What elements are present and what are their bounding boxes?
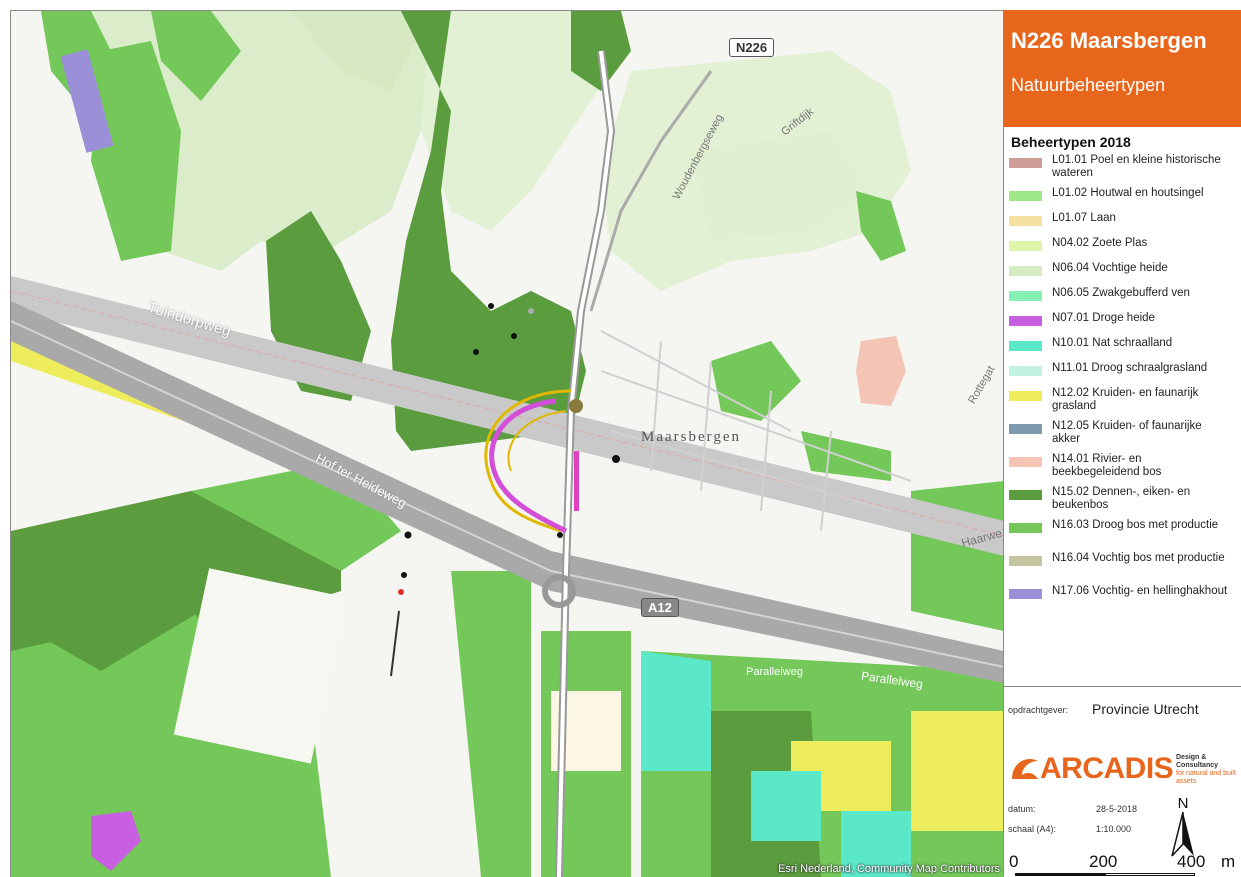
map-credits: Esri Nederland, Community Map Contributo…	[778, 863, 1000, 875]
map-canvas	[11, 11, 1004, 877]
legend-item: N16.04 Vochtig bos met productie	[1009, 552, 1241, 585]
legend-label: N04.02 Zoete Plas	[1052, 237, 1148, 249]
legend-item: N10.01 Nat schraalland	[1009, 337, 1241, 362]
scale-value: 1:10.000	[1096, 824, 1132, 834]
date-value: 28-5-2018	[1096, 804, 1138, 814]
scale-key: schaal (A4):	[1008, 824, 1057, 834]
legend-item: N14.01 Rivier- en beekbegeleidend bos	[1009, 453, 1241, 486]
date-row: datum: 28-5-2018	[1008, 804, 1137, 814]
legend-label: N07.01 Droge heide	[1052, 312, 1155, 324]
legend-swatch	[1009, 457, 1042, 467]
legend-swatch	[1009, 341, 1042, 351]
legend-label: N16.03 Droog bos met productie	[1052, 519, 1219, 531]
legend-label: N06.04 Vochtige heide	[1052, 262, 1168, 274]
scale-bar: 0 200 400 m	[1007, 852, 1239, 876]
legend-swatch	[1009, 424, 1042, 434]
legend-swatch	[1009, 366, 1042, 376]
legend-label: L01.01 Poel en kleine historische watere…	[1052, 154, 1221, 179]
legend-item: N17.06 Vochtig- en hellinghakhout	[1009, 585, 1241, 618]
scale-label-200: 200	[1089, 852, 1118, 871]
legend-swatch	[1009, 391, 1042, 401]
client-key: opdrachtgever:	[1008, 705, 1069, 715]
legend-label: N12.05 Kruiden- of faunarijke akker	[1052, 420, 1202, 445]
map-view[interactable]: Tuindorpweg Hof ter Heideweg Maarsbergen…	[10, 10, 1004, 877]
client-value: Provincie Utrecht	[1092, 701, 1199, 717]
label-parallelweg-1: Parallelweg	[746, 666, 803, 678]
legend-swatch	[1009, 291, 1042, 301]
legend-item: L01.02 Houtwal en houtsingel	[1009, 187, 1241, 212]
legend-title: Beheertypen 2018	[1011, 134, 1131, 150]
legend-item: L01.07 Laan	[1009, 212, 1241, 237]
legend-item: N16.03 Droog bos met productie	[1009, 519, 1241, 552]
legend-item: N11.01 Droog schraalgrasland	[1009, 362, 1241, 387]
label-maarsbergen: Maarsbergen	[641, 429, 742, 445]
north-arrow-icon: N	[1171, 795, 1194, 857]
legend-label: N06.05 Zwakgebufferd ven	[1052, 287, 1190, 299]
legend-label: N14.01 Rivier- en beekbegeleidend bos	[1052, 453, 1162, 478]
north-label: N	[1178, 795, 1189, 812]
scale-label-400: 400	[1177, 852, 1206, 871]
legend-label: N17.06 Vochtig- en hellinghakhout	[1052, 585, 1228, 597]
legend-list: L01.01 Poel en kleine historische watere…	[1004, 154, 1241, 618]
legend-panel: N226 Maarsbergen Natuurbeheertypen Behee…	[1003, 10, 1241, 876]
legend-swatch	[1009, 241, 1042, 251]
legend-swatch	[1009, 158, 1042, 168]
date-key: datum:	[1008, 804, 1036, 814]
legend-item: N12.05 Kruiden- of faunarijke akker	[1009, 420, 1241, 453]
legend-item: N15.02 Dennen-, eiken- en beukenbos	[1009, 486, 1241, 519]
scale-row: schaal (A4): 1:10.000	[1008, 824, 1131, 834]
arcadis-logo-icon	[1012, 759, 1038, 779]
legend-item: N07.01 Droge heide	[1009, 312, 1241, 337]
scale-unit: m	[1221, 852, 1236, 871]
legend-label: L01.02 Houtwal en houtsingel	[1052, 187, 1204, 199]
client-box: opdrachtgever: Provincie Utrecht	[1004, 686, 1241, 739]
legend-item: N06.04 Vochtige heide	[1009, 262, 1241, 287]
road-shield-a12: A12	[641, 598, 679, 617]
legend-label: N16.04 Vochtig bos met productie	[1052, 552, 1225, 564]
legend-swatch	[1009, 216, 1042, 226]
legend-swatch	[1009, 316, 1042, 326]
legend-label: N12.02 Kruiden- en faunarijk grasland	[1052, 387, 1199, 412]
legend-swatch	[1009, 523, 1042, 533]
legend-swatch	[1009, 266, 1042, 276]
legend-swatch	[1009, 490, 1042, 500]
legend-swatch	[1009, 556, 1042, 566]
legend-swatch	[1009, 589, 1042, 599]
legend-item: N06.05 Zwakgebufferd ven	[1009, 287, 1241, 312]
legend-label: N11.01 Droog schraalgrasland	[1052, 362, 1208, 374]
map-subtitle: Natuurbeheertypen	[1011, 75, 1166, 95]
title-box: N226 Maarsbergen Natuurbeheertypen	[1004, 10, 1241, 127]
legend-label: L01.07 Laan	[1052, 212, 1116, 224]
legend-swatch	[1009, 191, 1042, 201]
legend-item: N12.02 Kruiden- en faunarijk grasland	[1009, 387, 1241, 420]
legend-item: N04.02 Zoete Plas	[1009, 237, 1241, 262]
legend-label: N15.02 Dennen-, eiken- en beukenbos	[1052, 486, 1191, 511]
map-title: N226 Maarsbergen	[1011, 28, 1207, 53]
map-metadata: datum: 28-5-2018 schaal (A4): 1:10.000 N…	[1004, 794, 1241, 876]
road-shield-n226: N226	[729, 38, 775, 57]
legend-item: L01.01 Poel en kleine historische watere…	[1009, 154, 1241, 187]
scale-label-0: 0	[1009, 852, 1019, 871]
logo-text: ARCADIS	[1040, 752, 1174, 785]
legend-label: N10.01 Nat schraalland	[1052, 337, 1173, 349]
